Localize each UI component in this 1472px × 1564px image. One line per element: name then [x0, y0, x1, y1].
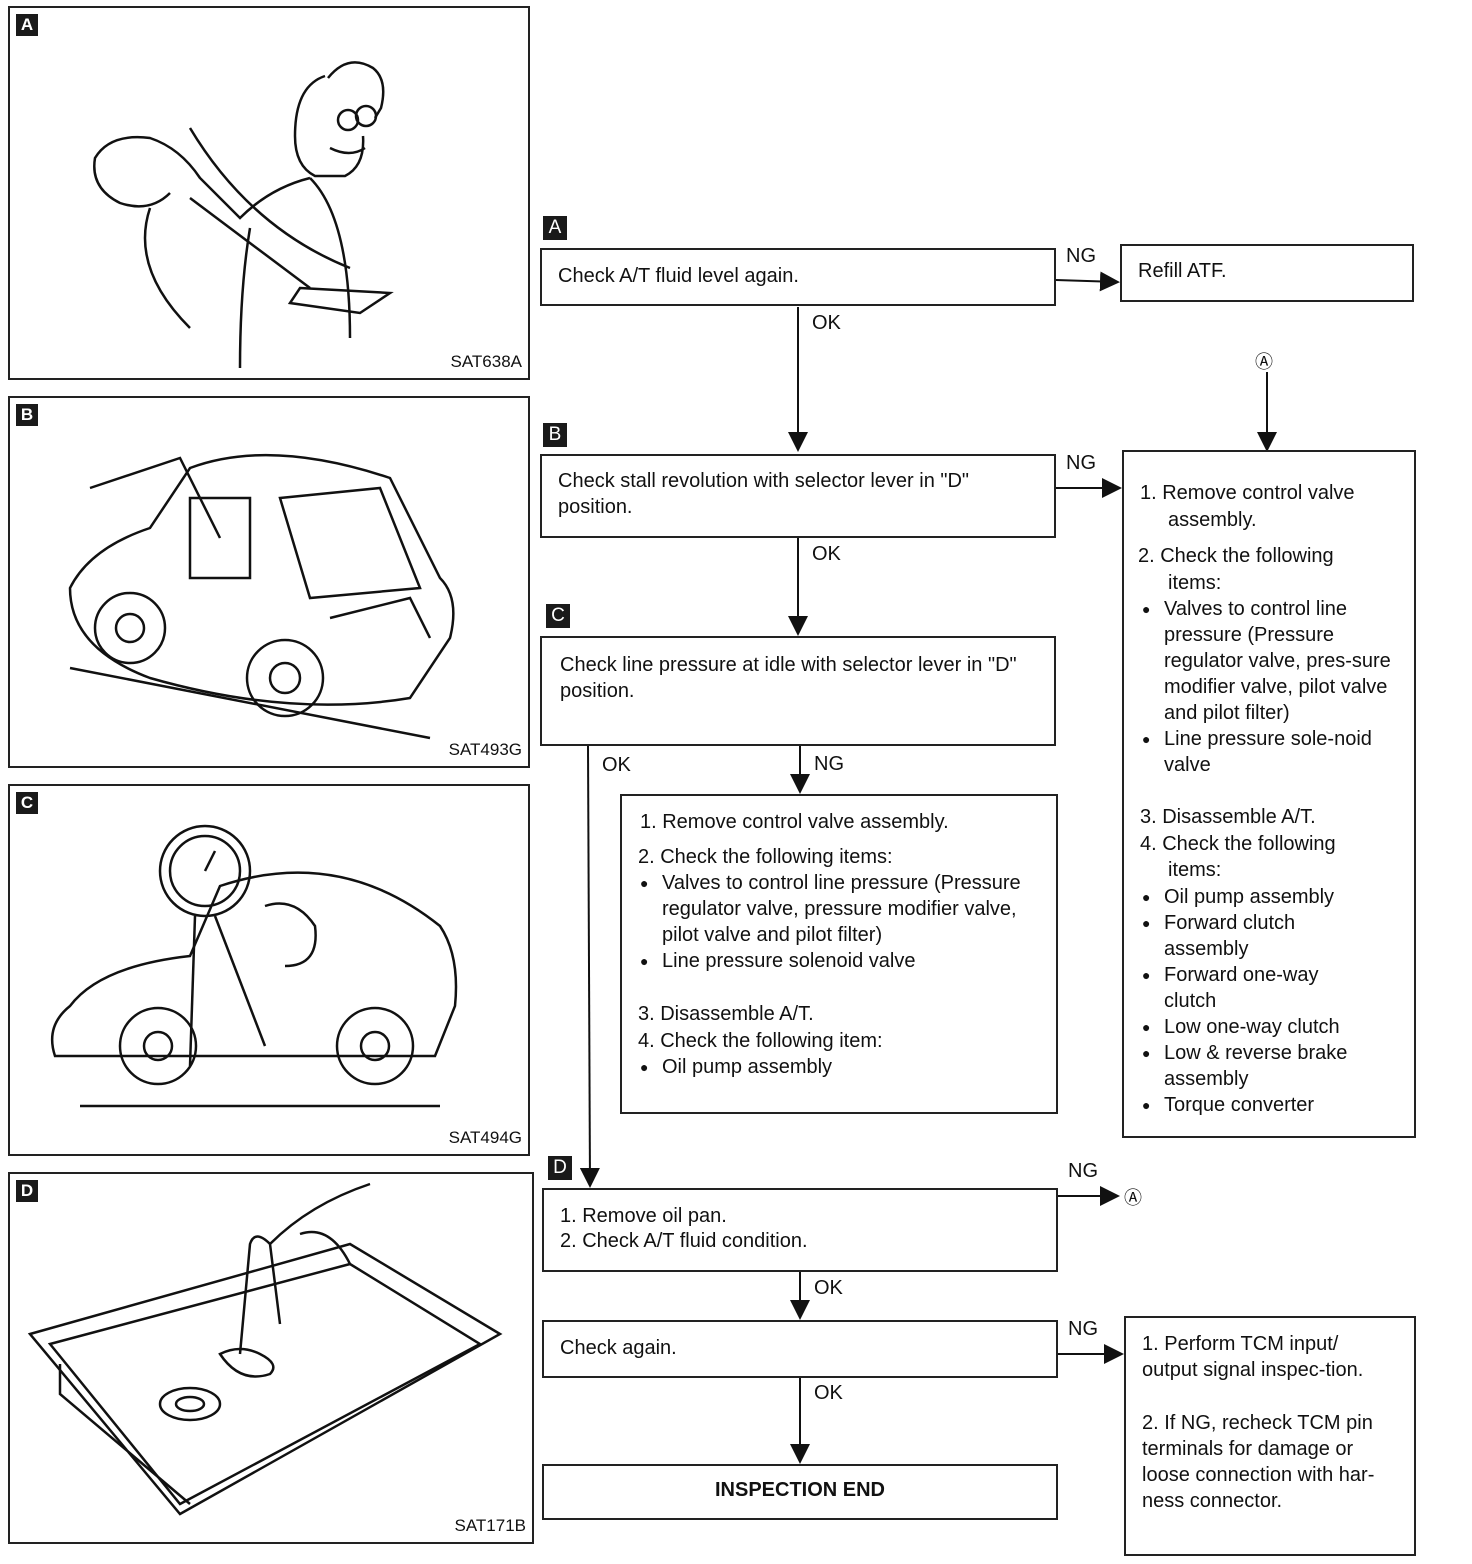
mid-box-step-2: 2. Check the following items: — [638, 846, 893, 868]
ng-label: NG — [1066, 452, 1096, 474]
panel-tag: A — [16, 14, 38, 36]
mid-box-item: Valves to control line pressure (Pressur… — [640, 870, 1042, 948]
step-d-line-2: 2. Check A/T fluid condition. — [560, 1230, 808, 1252]
step-d-line-1: 1. Remove oil pan. — [560, 1205, 727, 1227]
step-c-text: Check line pressure at idle with selecto… — [560, 654, 1017, 702]
panel-tag: D — [16, 1180, 38, 1202]
right-box-step-4: 4. Check the following — [1140, 833, 1336, 855]
control-valve-check-box: 1. Remove control valve assembly. 2. Che… — [1122, 450, 1416, 1138]
line-pressure-check-box: 1. Remove control valve assembly. 2. Che… — [620, 794, 1058, 1114]
ok-label: OK — [814, 1277, 843, 1299]
step-tag-d: D — [548, 1156, 572, 1180]
car-stall-test-illustration — [68, 453, 455, 740]
figure-code: SAT638A — [450, 352, 522, 371]
illustration-panel-a: A SAT638A — [8, 6, 530, 380]
right-box-step-3: 3. Disassemble A/T. — [1140, 806, 1316, 828]
step-c-box: Check line pressure at idle with selecto… — [540, 636, 1056, 746]
ok-label: OK — [812, 312, 841, 334]
right-box-step-2b: items: — [1168, 572, 1222, 594]
right-box-step-1: 1. Remove control valve — [1140, 482, 1355, 504]
step-tag-b: B — [543, 423, 567, 447]
illustration-panel-b: B SAT493G — [8, 396, 530, 768]
step-tag-c: C — [546, 604, 570, 628]
figure-code: SAT494G — [448, 1128, 522, 1147]
tcm-step-1: 1. Perform TCM input/ output signal insp… — [1142, 1333, 1364, 1381]
connector-a-symbol: Ⓐ — [1124, 1188, 1142, 1208]
right-box-items-group-2: Oil pump assembly Forward clutch assembl… — [1142, 884, 1384, 1118]
step-d-box: 1. Remove oil pan. 2. Check A/T fluid co… — [542, 1188, 1058, 1272]
tcm-step-2: 2. If NG, recheck TCM pin terminals for … — [1142, 1412, 1375, 1512]
right-box-items-group-1: Valves to control line pressure (Pressur… — [1142, 596, 1394, 778]
panel-tag: C — [16, 792, 38, 814]
mid-box-step-3: 3. Disassemble A/T. — [638, 1003, 814, 1025]
ng-label: NG — [1066, 245, 1096, 267]
right-box-item: Forward one-way clutch — [1142, 962, 1364, 1014]
right-box-item: Low & reverse brake assembly — [1142, 1040, 1384, 1092]
mid-box-item: Line pressure solenoid valve — [640, 948, 1042, 974]
check-again-box: Check again. — [542, 1320, 1058, 1378]
ng-label: NG — [1068, 1318, 1098, 1340]
right-box-item: Line pressure sole-noid valve — [1142, 726, 1374, 778]
ok-label: OK — [602, 754, 631, 776]
mid-box-step-4: 4. Check the following item: — [638, 1030, 883, 1052]
tcm-inspection-box: 1. Perform TCM input/ output signal insp… — [1124, 1316, 1416, 1556]
step-tag-a: A — [543, 216, 567, 240]
right-box-step-2: 2. Check the following — [1138, 545, 1334, 567]
step-b-box: Check stall revolution with selector lev… — [540, 454, 1056, 538]
refill-atf-text: Refill ATF. — [1138, 260, 1227, 282]
panel-tag: B — [16, 404, 38, 426]
right-box-item: Forward clutch assembly — [1142, 910, 1334, 962]
mid-box-items-group-1: Valves to control line pressure (Pressur… — [640, 870, 1042, 974]
right-box-item: Valves to control line pressure (Pressur… — [1142, 596, 1394, 726]
connector-a-symbol: Ⓐ — [1255, 352, 1273, 372]
mechanic-checking-dipstick-illustration — [93, 61, 394, 369]
ng-label: NG — [814, 753, 844, 775]
right-box-item: Low one-way clutch — [1142, 1014, 1384, 1040]
check-again-text: Check again. — [560, 1337, 677, 1359]
mid-box-items-group-2: Oil pump assembly — [640, 1054, 1042, 1080]
ok-label: OK — [814, 1382, 843, 1404]
illustration-panel-d: D SAT171B — [8, 1172, 534, 1544]
right-box-step-4b: items: — [1168, 859, 1222, 881]
right-box-item: Oil pump assembly — [1142, 884, 1384, 910]
figure-code: SAT171B — [454, 1516, 526, 1535]
step-b-text: Check stall revolution with selector lev… — [558, 470, 970, 518]
figure-code: SAT493G — [448, 740, 522, 759]
ng-label: NG — [1068, 1160, 1098, 1182]
step-a-text: Check A/T fluid level again. — [558, 265, 799, 287]
right-box-item: Torque converter — [1142, 1092, 1384, 1118]
car-line-pressure-gauge-illustration — [50, 824, 458, 1108]
inspection-end-box: INSPECTION END — [542, 1464, 1058, 1520]
ok-label: OK — [812, 543, 841, 565]
step-a-box: Check A/T fluid level again. — [540, 248, 1056, 306]
right-box-step-1b: assembly. — [1168, 509, 1257, 531]
illustration-panel-c: C SAT494G — [8, 784, 530, 1156]
refill-atf-box: Refill ATF. — [1120, 244, 1414, 302]
mid-box-step-1: 1. Remove control valve assembly. — [640, 811, 949, 833]
oil-pan-fluid-check-illustration — [27, 1182, 503, 1516]
inspection-end-text: INSPECTION END — [714, 1479, 886, 1501]
mid-box-item: Oil pump assembly — [640, 1054, 1042, 1080]
